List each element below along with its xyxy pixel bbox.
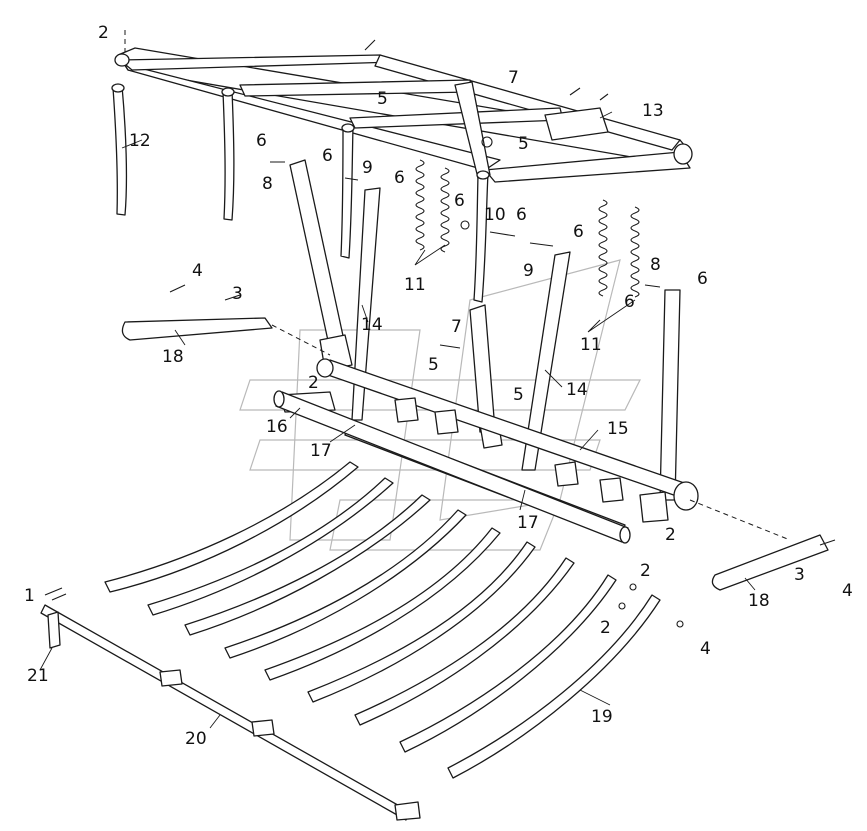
- callout-9: 9: [523, 261, 534, 281]
- callout-6: 6: [573, 222, 584, 242]
- callout-4: 4: [700, 639, 711, 659]
- callout-6: 6: [394, 168, 405, 188]
- callout-16: 16: [266, 417, 288, 437]
- callout-15: 15: [607, 419, 629, 439]
- callout-5: 5: [518, 134, 529, 154]
- part-13-upper-frame: [114, 39, 693, 183]
- part-20-lower-bar: [40, 587, 421, 821]
- part-11-springs: [415, 159, 640, 298]
- callout-7: 7: [508, 68, 519, 88]
- callout-18: 18: [748, 591, 770, 611]
- callout-4: 4: [192, 261, 203, 281]
- callout-7: 7: [451, 317, 462, 337]
- callout-11: 11: [404, 275, 426, 295]
- leader-lines: [39, 111, 756, 729]
- part-12-hanging-tines: [111, 83, 490, 303]
- callout-6: 6: [697, 269, 708, 289]
- callout-6: 6: [516, 205, 527, 225]
- callout-2: 2: [600, 618, 611, 638]
- callout-2: 2: [665, 525, 676, 545]
- callout-2: 2: [98, 23, 109, 43]
- callout-19: 19: [591, 707, 613, 727]
- callout-6: 6: [256, 131, 267, 151]
- callout-17: 17: [517, 513, 539, 533]
- callout-3: 3: [232, 284, 243, 304]
- callout-1: 1: [24, 586, 35, 606]
- callout-14: 14: [361, 315, 383, 335]
- callout-21: 21: [27, 666, 49, 686]
- callout-17: 17: [310, 441, 332, 461]
- callout-6: 6: [322, 146, 333, 166]
- callout-10: 10: [484, 205, 506, 225]
- callout-labels: 1 2 2 2 2 2 3 3 4 4 4 5 5 5 5 6 6 6 6 6 …: [24, 23, 853, 749]
- callout-4: 4: [842, 581, 853, 601]
- callout-3: 3: [794, 565, 805, 585]
- callout-18: 18: [162, 347, 184, 367]
- callout-14: 14: [566, 380, 588, 400]
- callout-5: 5: [377, 89, 388, 109]
- callout-8: 8: [262, 174, 273, 194]
- part-16-tube: [273, 390, 631, 544]
- callout-8: 8: [650, 255, 661, 275]
- callout-2: 2: [640, 561, 651, 581]
- part-18-side-plates: [121, 284, 836, 591]
- callout-20: 20: [185, 729, 207, 749]
- callout-2: 2: [308, 373, 319, 393]
- small-hardware: [124, 30, 684, 628]
- callout-13: 13: [642, 101, 664, 121]
- callout-6: 6: [454, 191, 465, 211]
- callout-11: 11: [580, 335, 602, 355]
- callout-6: 6: [624, 292, 635, 312]
- callout-12: 12: [129, 131, 151, 151]
- callout-9: 9: [362, 158, 373, 178]
- part-19-rake-tines: [104, 461, 661, 779]
- callout-5: 5: [513, 385, 524, 405]
- callout-5: 5: [428, 355, 439, 375]
